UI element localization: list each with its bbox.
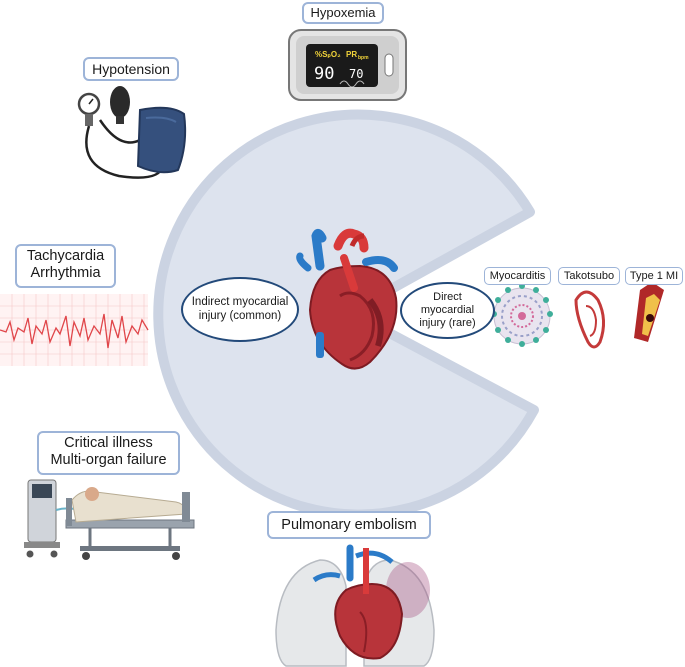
myocarditis-label: Myocarditis [484,267,551,285]
hospital-bed-icon [24,479,195,560]
spo2-value: 90 [314,64,334,84]
direct-line-3: injury (rare) [419,317,476,330]
tachycardia-arrhythmia-label: Tachycardia Arrhythmia [15,244,116,288]
arrhythmia-text: Arrhythmia [30,264,101,281]
pulse-oximeter-icon [288,29,407,101]
hypoxemia-label: Hypoxemia [302,2,384,24]
direct-injury-ellipse: Direct myocardial injury (rare) [400,282,495,339]
spo2-label: %SₚO₂ [315,50,341,59]
ecg-strip-icon [0,294,149,366]
indirect-injury-ellipse: Indirect myocardial injury (common) [181,277,299,342]
artery-plaque-icon [634,282,664,342]
pulmonary-embolism-label: Pulmonary embolism [267,511,431,539]
hypotension-label: Hypotension [83,57,179,81]
pr-label: PR [346,50,357,59]
type1-mi-label: Type 1 MI [625,267,683,285]
heart-icon [296,228,398,370]
critical-illness-text: Critical illness [64,435,153,451]
blood-pressure-cuff-icon [77,86,187,179]
direct-line-1: Direct [433,290,462,303]
pr-unit: bpm [358,55,369,61]
pr-value: 70 [349,67,363,81]
takotsubo-label: Takotsubo [558,267,620,285]
critical-illness-label: Critical illness Multi-organ failure [37,431,180,475]
indirect-line-1: Indirect myocardial [191,295,289,308]
takotsubo-heart-icon [574,290,605,349]
myocarditis-virus-icon [491,283,553,347]
lungs-icon [275,544,435,667]
tachycardia-text: Tachycardia [26,248,105,264]
direct-line-2: myocardial [420,303,475,316]
indirect-line-2: injury (common) [198,309,282,322]
multi-organ-failure-text: Multi-organ failure [50,451,167,468]
